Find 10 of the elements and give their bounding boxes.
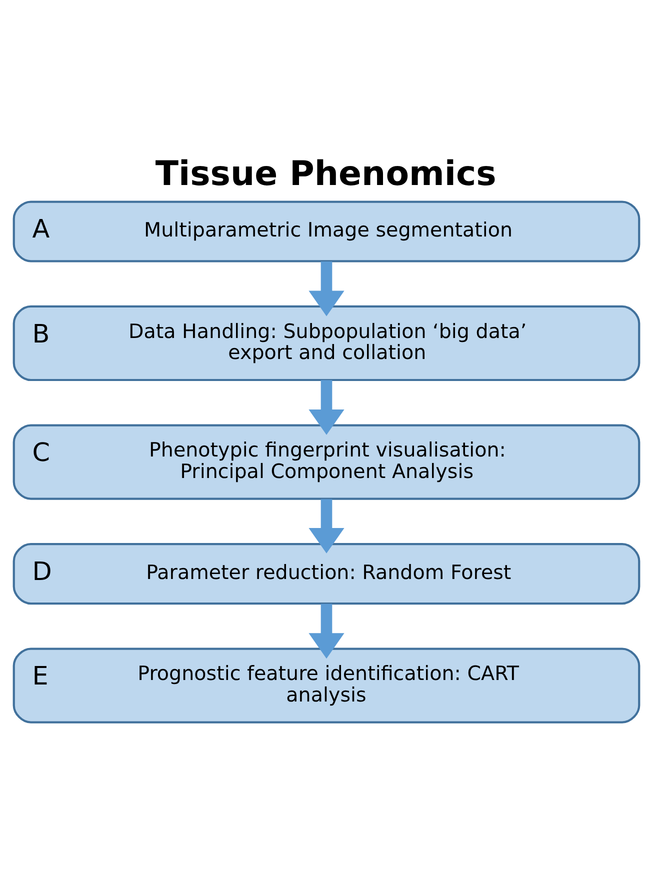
node-box: E Prognostic feature identification: CART analysis [12,647,640,723]
arrow [308,380,344,434]
arrow [308,603,344,658]
node-box: C Phenotypic fingerprint visualisation: Principal Component Analysis [12,424,640,500]
node-box: D Parameter reduction: Random Forest [12,542,640,604]
arrow [308,498,344,553]
node-box: A Multiparametric Image segmentation [12,200,640,262]
arrow [308,261,344,316]
diagram-title: Tissue Phenomics [155,154,496,194]
node-box: B Data Handling: Subpopulation ‘big data’ export and collation [12,304,640,381]
